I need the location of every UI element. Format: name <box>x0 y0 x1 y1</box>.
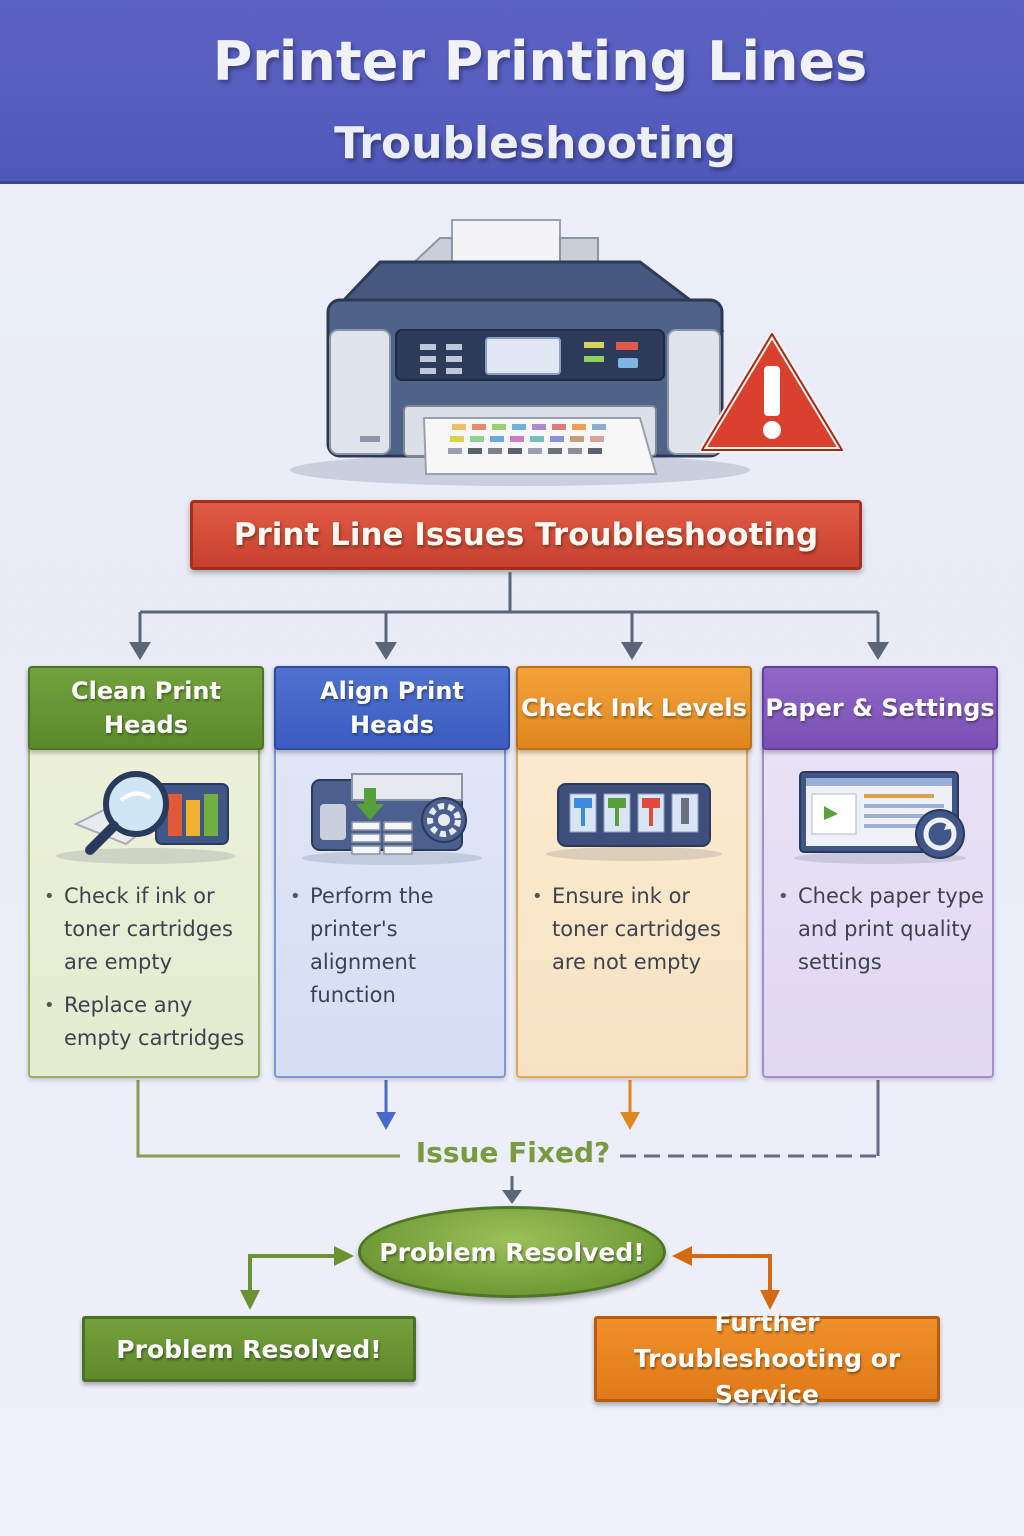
printer-icon <box>290 219 750 486</box>
card-bullet-list: Ensure ink or toner cartridges are not e… <box>532 880 750 989</box>
ink-levels-icon <box>546 783 722 861</box>
resolved-arrows <box>240 1246 354 1310</box>
card-check-ink-levels: Check Ink Levels Ensure ink or toner car… <box>516 666 752 1078</box>
card-title: Align Print Heads <box>274 666 510 750</box>
warning-triangle-icon <box>699 331 845 453</box>
card-exit-arrows <box>136 1080 880 1158</box>
list-item: Replace any empty cartridges <box>44 989 262 1055</box>
printer-gear-icon <box>302 773 482 865</box>
list-item: Check if ink or toner cartridges are emp… <box>44 880 262 979</box>
problem-resolved-box: Problem Resolved! <box>82 1316 416 1382</box>
list-item: Check paper type and print quality setti… <box>778 880 996 979</box>
settings-screen-icon <box>794 771 966 864</box>
page-title: Printer Printing Lines <box>212 30 868 93</box>
list-item: Ensure ink or toner cartridges are not e… <box>532 880 750 979</box>
issue-fixed-label: Issue Fixed? <box>415 1136 611 1169</box>
card-bullet-list: Check if ink or toner cartridges are emp… <box>44 880 262 1065</box>
main-issue-box: Print Line Issues Troubleshooting <box>190 500 862 570</box>
list-item: Perform the printer's alignment function <box>290 880 508 1012</box>
magnifier-cartridge-icon <box>56 771 236 864</box>
card-title: Clean Print Heads <box>28 666 264 750</box>
card-title: Check Ink Levels <box>516 666 752 750</box>
card-bullet-list: Perform the printer's alignment function <box>290 880 508 1022</box>
further-arrows <box>672 1246 780 1310</box>
header-banner: Printer Printing Lines Troubleshooting <box>0 0 1024 184</box>
card-paper-settings: Paper & Settings Check paper type and pr… <box>762 666 998 1078</box>
card-title: Paper & Settings <box>762 666 998 750</box>
page-subtitle: Troubleshooting <box>334 118 736 169</box>
card-align-print-heads: Align Print Heads Perform the printer's … <box>274 666 510 1078</box>
problem-resolved-ellipse: Problem Resolved! <box>358 1206 666 1298</box>
branch-arrows <box>129 612 889 660</box>
card-clean-print-heads: Clean Print Heads Check if ink or toner … <box>28 666 264 1078</box>
further-troubleshooting-box: Further Troubleshooting or Service <box>594 1308 940 1409</box>
card-bullet-list: Check paper type and print quality setti… <box>778 880 996 989</box>
